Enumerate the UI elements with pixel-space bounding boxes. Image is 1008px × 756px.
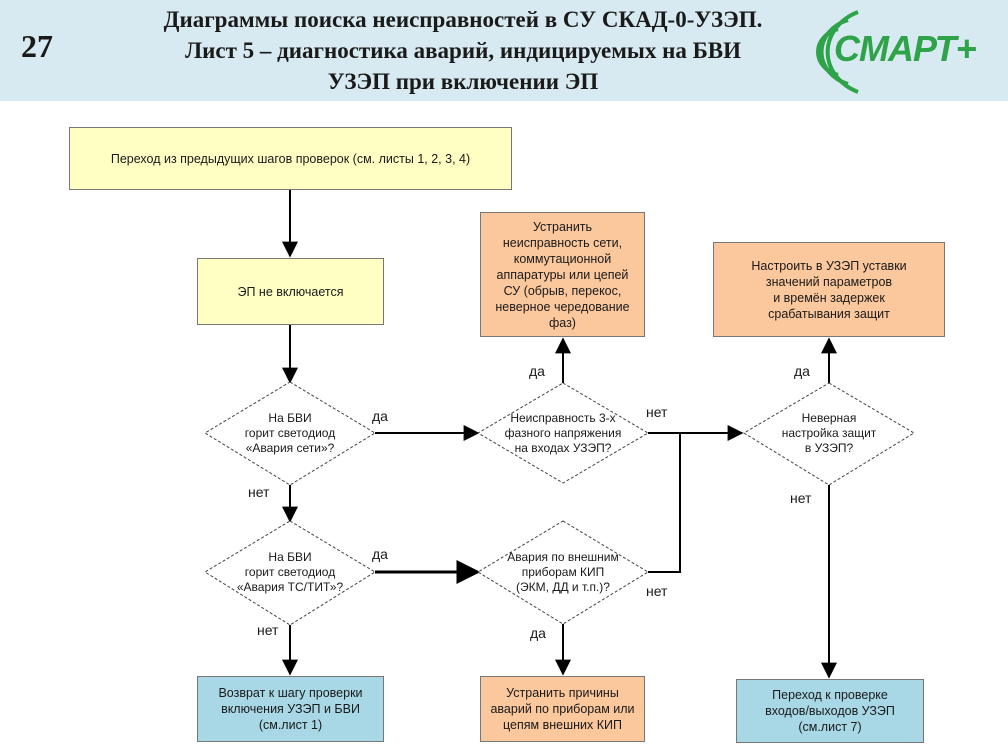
label-settings-yes: да [794, 363, 810, 379]
decision-kip-text: Авария по внешним приборам КИП (ЭКМ, ДД … [507, 550, 619, 594]
decision-network-shape [204, 381, 376, 486]
label-network-yes: да [372, 408, 388, 424]
label-settings-no: нет [790, 490, 812, 506]
page-title: Диаграммы поиска неисправностей в СУ СКА… [108, 4, 818, 97]
return-box: Возврат к шагу проверки включения УЗЭП и… [197, 676, 384, 742]
decision-ts-text: На БВИ горит светодиод «Авария ТС/ТИТ»? [236, 550, 344, 594]
fix-network-box: Устранить неисправность сети, коммутацио… [480, 212, 645, 337]
fix-kip-text: Устранить причины аварий по приборам или… [490, 686, 635, 732]
decision-voltage-shape [477, 382, 649, 484]
check-io-box: Переход к проверке входов/выходов УЗЭП (… [736, 679, 924, 743]
fix-network-text: Устранить неисправность сети, коммутацио… [495, 219, 630, 330]
label-network-no: нет [248, 484, 270, 500]
decision-voltage-text: Неисправность 3-х фазного напряжения на … [504, 411, 622, 455]
title-line-1: Диаграммы поиска неисправностей в СУ СКА… [163, 7, 763, 32]
return-box-text: Возврат к шагу проверки включения УЗЭП и… [218, 686, 363, 732]
decision-kip-shape [477, 520, 649, 625]
label-kip-no: нет [646, 583, 668, 599]
logo-text: СМАРТ+ [834, 28, 977, 69]
label-ts-yes: да [372, 546, 388, 562]
label-voltage-no: нет [646, 404, 668, 420]
start-box: Переход из предыдущих шагов проверок (см… [69, 127, 512, 190]
label-ts-no: нет [257, 622, 279, 638]
label-kip-yes: да [530, 625, 546, 641]
page-number: 27 [21, 28, 53, 64]
fix-settings-box: Настроить в УЗЭП уставки значений параме… [713, 242, 945, 337]
fix-settings-text: Настроить в УЗЭП уставки значений параме… [751, 258, 907, 321]
decision-settings-shape [743, 382, 915, 486]
decision-network-text: На БВИ горит светодиод «Авария сети»? [244, 411, 336, 455]
header-banner [0, 0, 1008, 101]
logo-arcs-icon [816, 10, 859, 94]
decision-ts-shape [204, 520, 376, 626]
title-line-3: УЗЭП при включении ЭП [327, 69, 599, 94]
check-io-text: Переход к проверке входов/выходов УЗЭП (… [765, 688, 895, 734]
fix-kip-box: Устранить причины аварий по приборам или… [480, 676, 645, 742]
start-box-text: Переход из предыдущих шагов проверок (см… [110, 151, 471, 166]
ep-not-starting-box: ЭП не включается [197, 258, 384, 325]
label-voltage-yes: да [529, 363, 545, 379]
ep-not-starting-text: ЭП не включается [237, 284, 344, 299]
decision-settings-text: Неверная настройка защит в УЗЭП? [781, 411, 877, 455]
title-line-2: Лист 5 – диагностика аварий, индицируемы… [184, 38, 742, 63]
line-kip-no [648, 433, 681, 573]
